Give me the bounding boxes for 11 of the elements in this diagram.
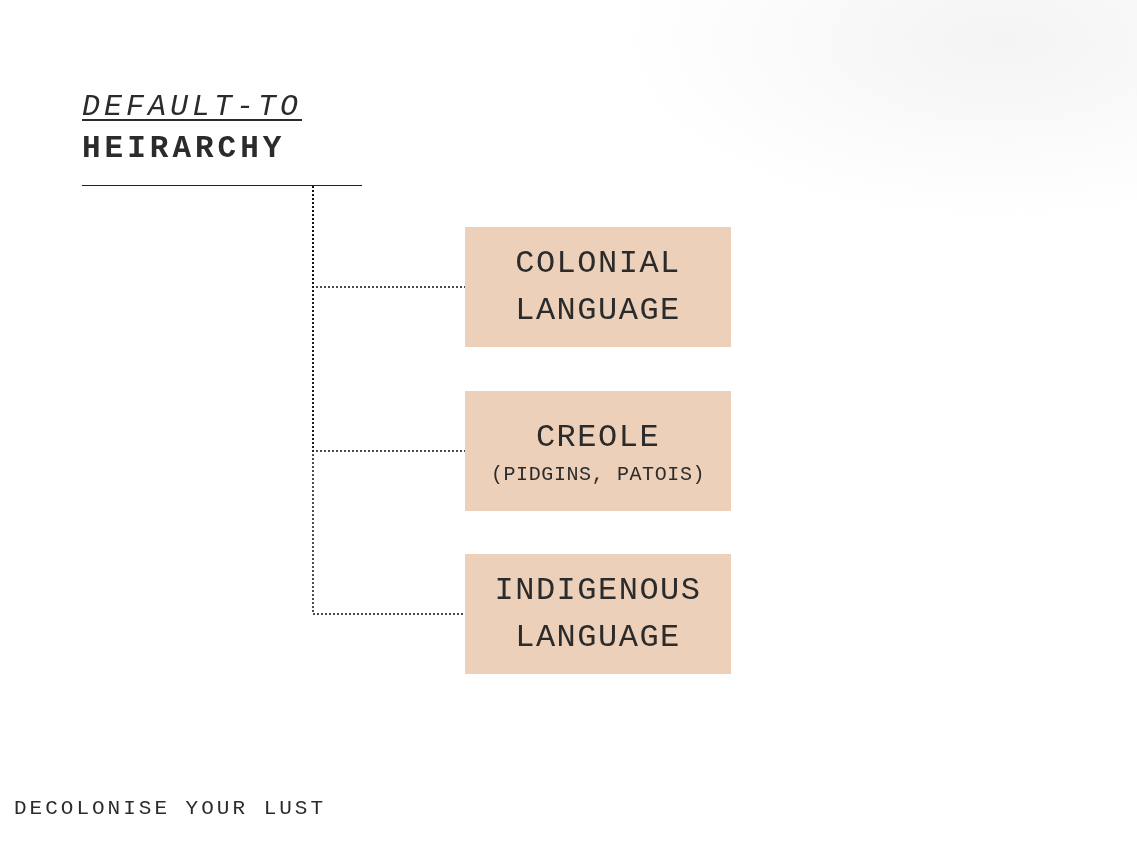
heading-italic-text: DEFAULT-TO [82, 89, 303, 126]
box-sublabel: (PIDGINS, PATOIS) [490, 461, 706, 488]
language-box [465, 554, 731, 674]
heading-text: HEIRARCHY [82, 130, 286, 168]
language-box [465, 391, 731, 511]
box-label: CREOLE [534, 417, 662, 458]
footer-text: DECOLONISE YOUR LUST [14, 797, 327, 820]
language-box [465, 227, 731, 347]
box-label: INDIGENOUS LANGUAGE [493, 571, 703, 658]
connector-line [312, 185, 466, 615]
box-label: COLONIAL LANGUAGE [514, 244, 682, 331]
